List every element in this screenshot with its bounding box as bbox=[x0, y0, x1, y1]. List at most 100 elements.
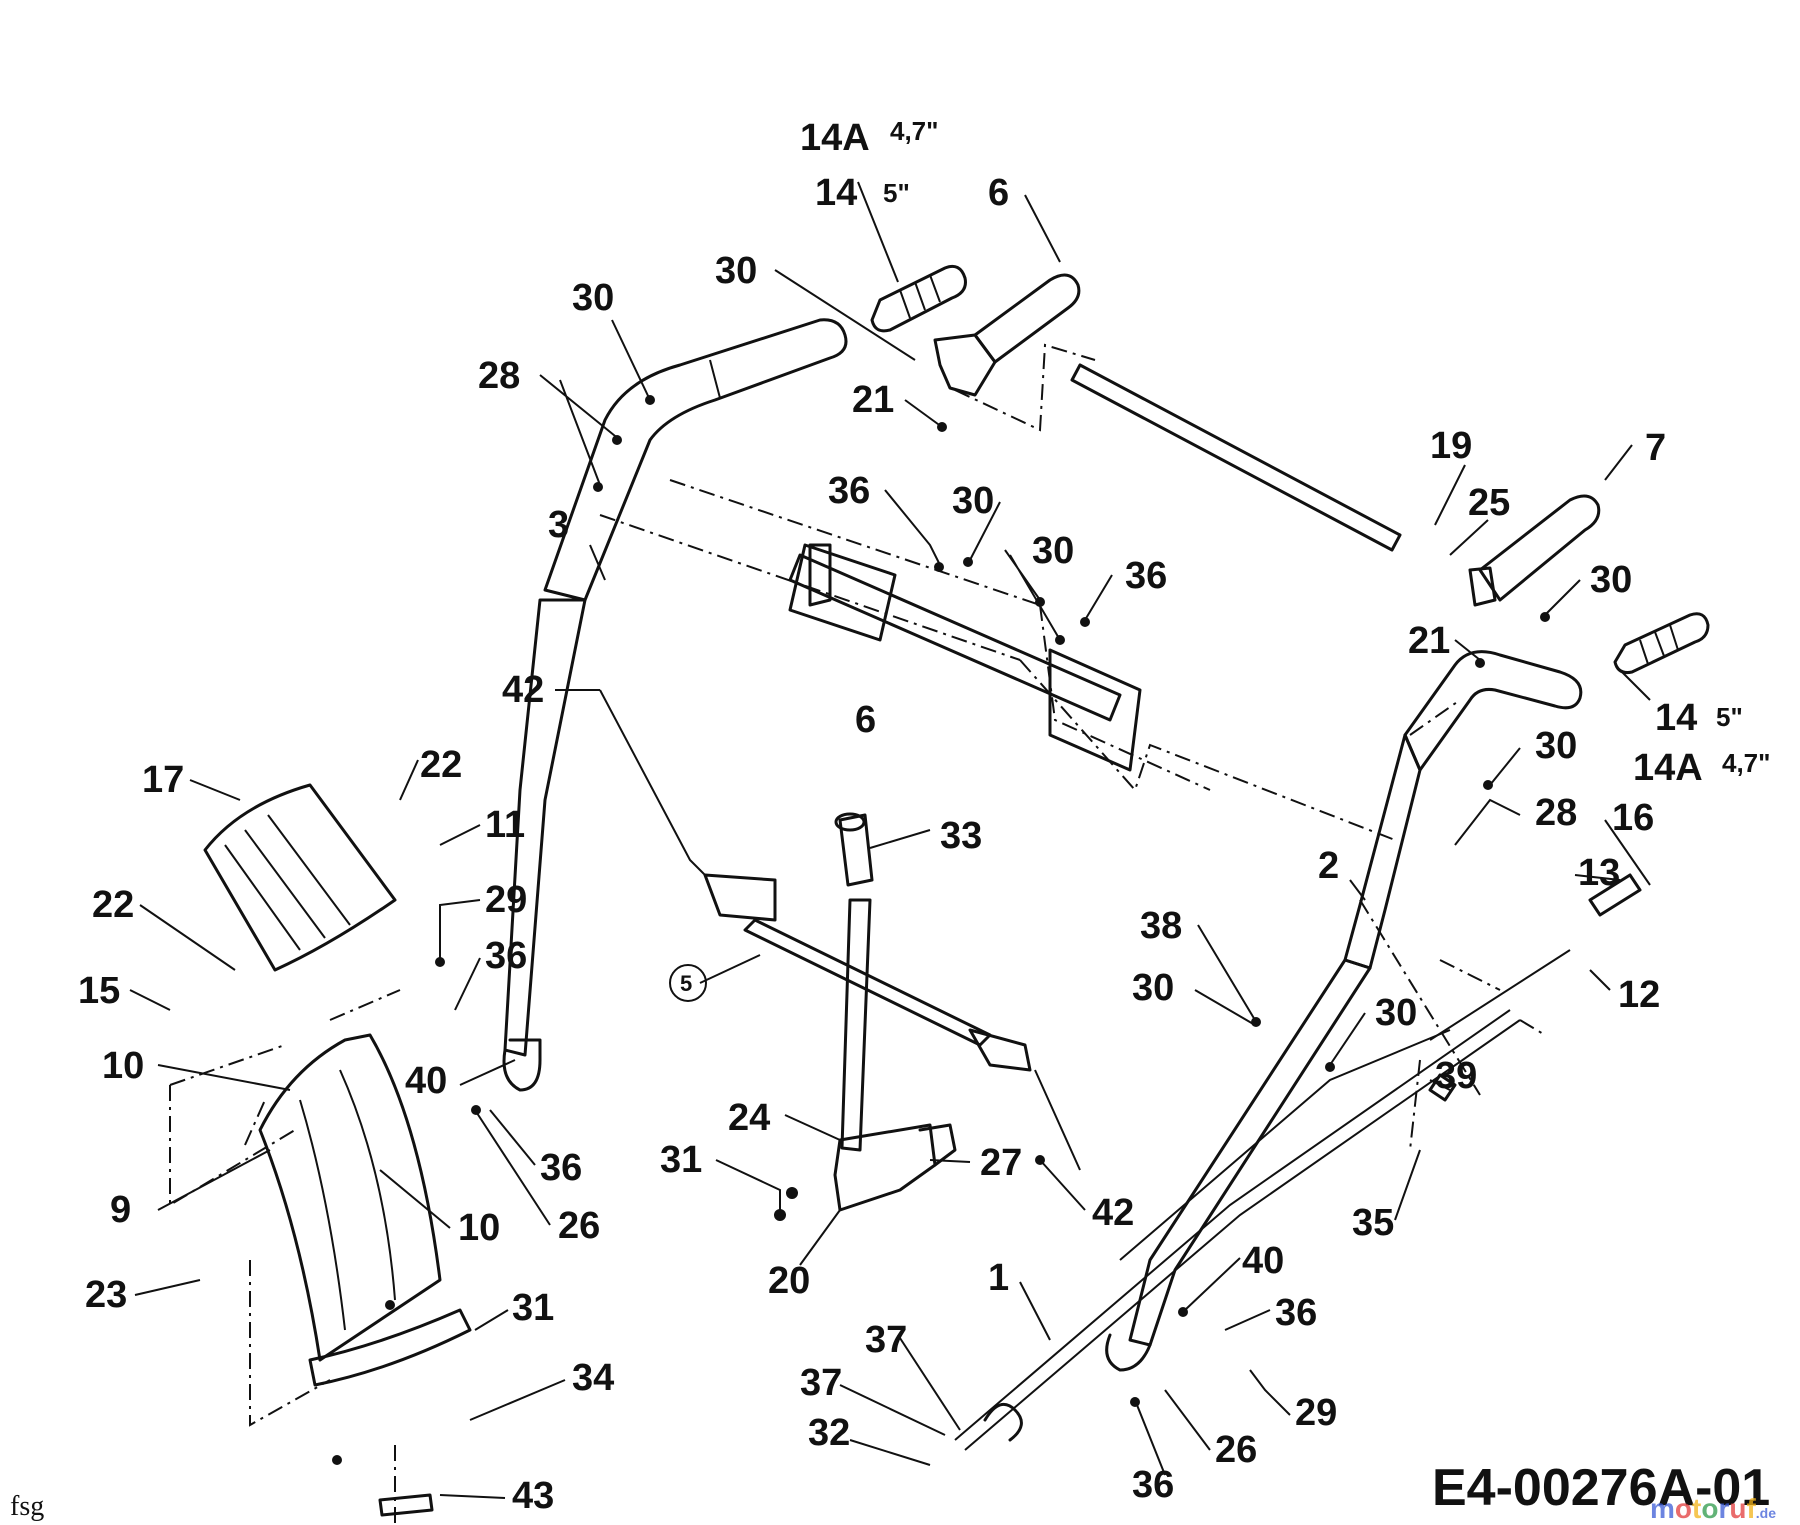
callout-26-right: 26 bbox=[1215, 1429, 1257, 1471]
bracket-24 bbox=[774, 1123, 957, 1221]
crossbar-6 bbox=[788, 543, 1142, 772]
watermark-suffix: .de bbox=[1756, 1505, 1776, 1521]
callout-30-right2: 30 bbox=[1535, 725, 1577, 767]
callout-36-mid2: 36 bbox=[1125, 555, 1167, 597]
callout-27: 27 bbox=[980, 1142, 1022, 1184]
watermark-letter: f bbox=[1746, 1493, 1756, 1524]
callout-30-b: 30 bbox=[572, 277, 614, 319]
callout-43: 43 bbox=[512, 1475, 554, 1517]
callout-39: 39 bbox=[1435, 1055, 1477, 1097]
callout-30-mid1: 30 bbox=[952, 480, 994, 522]
callout-11: 11 bbox=[485, 804, 525, 846]
callout-36-left: 36 bbox=[485, 935, 527, 977]
callout-33: 33 bbox=[940, 815, 982, 857]
callout-16: 16 bbox=[1612, 797, 1654, 839]
callout-14a-right: 14A bbox=[1633, 747, 1703, 789]
chute-10 bbox=[258, 1033, 472, 1517]
callout-30-r4: 30 bbox=[1375, 992, 1417, 1034]
callout-36-low: 36 bbox=[540, 1147, 582, 1189]
callout-35: 35 bbox=[1352, 1202, 1394, 1244]
callout-31-low: 31 bbox=[512, 1287, 554, 1329]
linkage-rods bbox=[954, 873, 1642, 1451]
callout-9: 9 bbox=[110, 1189, 131, 1231]
watermark-letter: t bbox=[1692, 1493, 1701, 1524]
callout-42-left: 42 bbox=[502, 669, 544, 711]
callout-labels: 14A 4,7" 14 5" 6 30 30 28 21 3 36 30 30 … bbox=[78, 116, 1770, 1517]
callout-20: 20 bbox=[768, 1260, 810, 1302]
callout-14-right: 14 bbox=[1655, 697, 1697, 739]
grip-7 bbox=[1468, 494, 1601, 607]
drawing-id: E4-00276A-01 bbox=[1432, 1459, 1770, 1517]
callout-25: 25 bbox=[1468, 482, 1510, 524]
callout-14-right-size: 5" bbox=[1716, 702, 1743, 732]
callout-13: 13 bbox=[1578, 852, 1620, 894]
callout-36-bottom: 36 bbox=[1132, 1464, 1174, 1506]
rod-33 bbox=[834, 812, 874, 1152]
callout-29-low: 29 bbox=[1295, 1392, 1337, 1434]
callout-28-right: 28 bbox=[1535, 792, 1577, 834]
callout-21-right: 21 bbox=[1408, 620, 1450, 662]
callout-38: 38 bbox=[1140, 905, 1182, 947]
callout-40-left: 40 bbox=[405, 1060, 447, 1102]
callout-3: 3 bbox=[548, 504, 569, 546]
assembly-lines bbox=[169, 343, 1546, 1525]
watermark-letter: o bbox=[1701, 1493, 1718, 1524]
callout-34: 34 bbox=[572, 1357, 614, 1399]
callout-6-mid: 6 bbox=[855, 699, 876, 741]
callout-28-left: 28 bbox=[478, 355, 520, 397]
callout-22-top: 22 bbox=[420, 744, 462, 786]
callout-36-mid: 36 bbox=[828, 470, 870, 512]
callout-26-left: 26 bbox=[558, 1205, 600, 1247]
upper-handle-left bbox=[502, 318, 848, 1092]
callout-37-b: 37 bbox=[800, 1362, 842, 1404]
callout-10-low: 10 bbox=[458, 1207, 500, 1249]
callout-19: 19 bbox=[1430, 425, 1472, 467]
rod-19 bbox=[1070, 363, 1402, 552]
grip-14-top bbox=[870, 264, 967, 333]
callout-24: 24 bbox=[728, 1097, 770, 1139]
callout-42-right: 42 bbox=[1092, 1192, 1134, 1234]
callout-29-top: 29 bbox=[485, 879, 527, 921]
callout-14a-top: 14A bbox=[800, 117, 870, 159]
callout-7: 7 bbox=[1645, 427, 1666, 469]
grip-14-right bbox=[1613, 612, 1710, 674]
fastener-dots bbox=[435, 395, 1550, 1407]
watermark-letter: u bbox=[1729, 1493, 1746, 1524]
callout-1: 1 bbox=[988, 1257, 1009, 1299]
watermark-letter: m bbox=[1650, 1493, 1675, 1524]
watermark-letter: r bbox=[1718, 1493, 1729, 1524]
callout-36-right: 36 bbox=[1275, 1292, 1317, 1334]
callout-30-mid2: 30 bbox=[1032, 530, 1074, 572]
callout-2: 2 bbox=[1318, 845, 1339, 887]
callout-30-right: 30 bbox=[1590, 559, 1632, 601]
callout-30-r3: 30 bbox=[1132, 967, 1174, 1009]
callout-23: 23 bbox=[85, 1274, 127, 1316]
callout-40-right: 40 bbox=[1242, 1240, 1284, 1282]
callout-15: 15 bbox=[78, 970, 120, 1012]
callout-31-left: 31 bbox=[660, 1139, 702, 1181]
callout-14a-top-size: 4,7" bbox=[890, 116, 938, 146]
watermark-logo: motoruf.de bbox=[1650, 1493, 1776, 1524]
callout-30-a: 30 bbox=[715, 250, 757, 292]
callout-6-top: 6 bbox=[988, 172, 1009, 214]
callout-14-top: 14 bbox=[815, 172, 857, 214]
deflector-17 bbox=[203, 783, 397, 972]
watermark-letter: o bbox=[1675, 1493, 1692, 1524]
exploded-view-drawing bbox=[169, 264, 1710, 1525]
svg-text:5: 5 bbox=[680, 971, 692, 996]
corner-note: fsg bbox=[10, 1491, 44, 1522]
callout-22-left: 22 bbox=[92, 884, 134, 926]
lever-5-assembly bbox=[599, 689, 1081, 1171]
callout-10-top: 10 bbox=[102, 1045, 144, 1087]
leader-lines bbox=[129, 181, 1651, 1499]
svg-text:motoruf.de: motoruf.de bbox=[1650, 1493, 1776, 1524]
callout-12: 12 bbox=[1618, 974, 1660, 1016]
callout-32: 32 bbox=[808, 1412, 850, 1454]
handle-2-right bbox=[1105, 650, 1583, 1372]
callout-17: 17 bbox=[142, 759, 184, 801]
callout-21-left: 21 bbox=[852, 379, 894, 421]
callout-14a-right-size: 4,7" bbox=[1722, 748, 1770, 778]
callout-14-top-size: 5" bbox=[883, 178, 910, 208]
callout-5-circled: 5 bbox=[669, 964, 707, 1002]
